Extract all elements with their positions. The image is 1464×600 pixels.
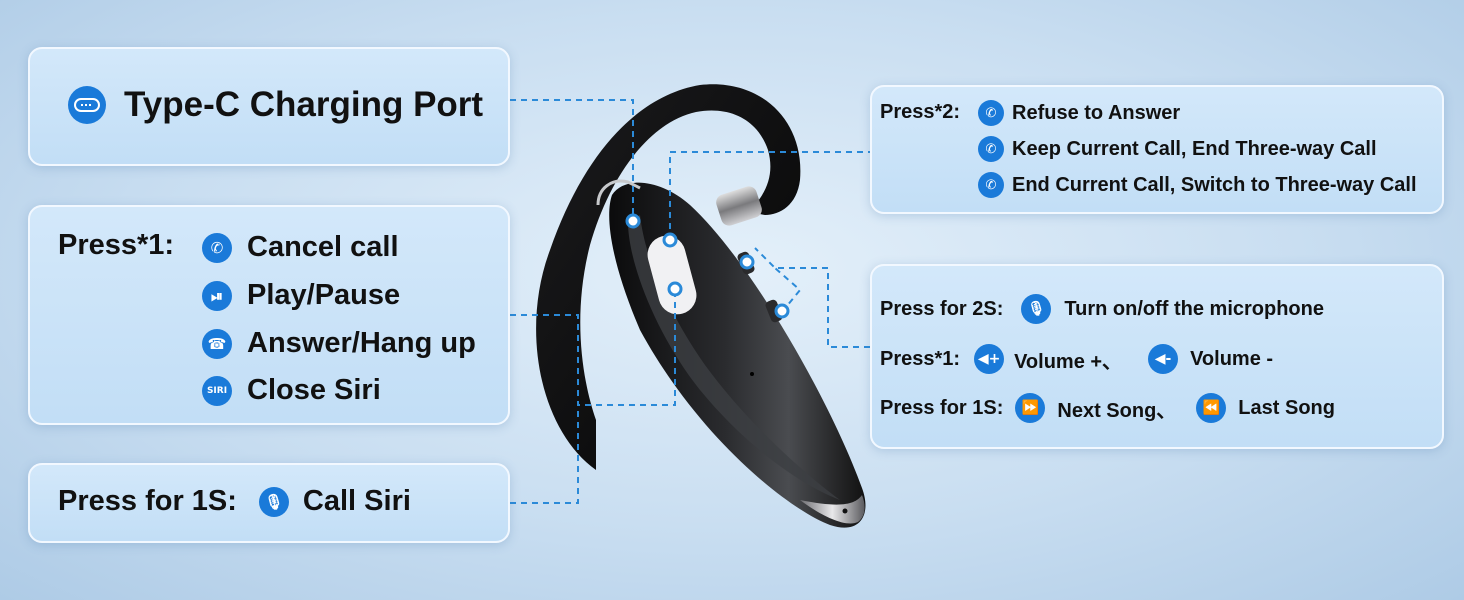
callout-controls-line — [754, 247, 870, 348]
list-item: Press for 2S: 🎙 Turn on/off the micropho… — [880, 294, 1324, 324]
call-siri-panel: Press for 1S: 🎙 Call Siri — [28, 463, 510, 543]
callout-dot — [739, 254, 755, 270]
list-item: Press*1: ◀+ Volume +、 ◀- Volume - — [880, 344, 1273, 374]
list-item: ✆ Keep Current Call, End Three-way Call — [978, 136, 1377, 162]
refuse-call-icon: ✆ — [978, 100, 1004, 126]
keep-call-icon: ✆ — [978, 136, 1004, 162]
list-item: ⏯ Play/Pause — [202, 279, 400, 312]
list-item: ✆ Cancel call — [202, 231, 399, 264]
last-song-icon: ⏪ — [1196, 393, 1227, 423]
press-twice-title: Press*2: — [880, 101, 961, 123]
last-song-label: Last Song — [1238, 396, 1335, 419]
refuse-answer-label: Refuse to Answer — [1012, 101, 1181, 124]
callout-siri-line — [510, 405, 579, 504]
volume-title: Press*1: — [880, 347, 961, 370]
list-item: ✆ Refuse to Answer — [978, 100, 1180, 126]
play-pause-label: Play/Pause — [247, 279, 401, 311]
callout-charging-line — [510, 99, 634, 220]
list-item: ✆ End Current Call, Switch to Three-way … — [978, 172, 1417, 198]
callout-dot — [662, 232, 678, 248]
switch-call-icon: ✆ — [978, 172, 1004, 198]
answer-hangup-icon: ☎ — [202, 328, 232, 359]
volume-down-icon: ◀- — [1148, 344, 1179, 374]
answer-hangup-label: Answer/Hang up — [247, 327, 476, 359]
microphone-icon: 🎙 — [1021, 294, 1052, 324]
charging-port-label: Type-C Charging Port — [124, 85, 484, 124]
press-once-panel: Press*1: ✆ Cancel call ⏯ Play/Pause ☎ An… — [28, 205, 510, 425]
cancel-call-label: Cancel call — [247, 231, 399, 263]
charging-port-panel: Type-C Charging Port — [28, 47, 510, 166]
next-song-label: Next Song、 — [1057, 399, 1177, 422]
list-item: ☎ Answer/Hang up — [202, 327, 476, 360]
callout-dot — [625, 213, 641, 229]
call-siri-title: Press for 1S: — [58, 485, 237, 517]
callout-dot — [667, 281, 683, 297]
callout-dot — [774, 303, 790, 319]
phone-cancel-icon: ✆ — [202, 232, 232, 263]
press-once-title: Press*1: — [58, 229, 175, 261]
close-siri-label: Close Siri — [247, 374, 381, 406]
list-item: Press for 1S: ⏩ Next Song、 ⏪ Last Song — [880, 393, 1335, 423]
next-song-icon: ⏩ — [1015, 393, 1046, 423]
volume-up-icon: ◀+ — [974, 344, 1005, 374]
call-siri-label: Call Siri — [302, 485, 411, 517]
mic-title: Press for 2S: — [880, 297, 1004, 320]
keep-call-label: Keep Current Call, End Three-way Call — [1012, 137, 1377, 160]
usb-c-icon — [68, 86, 106, 124]
list-item: SIRI Close Siri — [202, 374, 381, 407]
earpiece-body — [609, 182, 866, 528]
callout-press2-line — [669, 151, 870, 240]
mic-toggle-label: Turn on/off the microphone — [1064, 297, 1324, 320]
ear-hook — [536, 84, 801, 470]
switch-call-label: End Current Call, Switch to Three-way Ca… — [1012, 173, 1417, 196]
siri-icon: SIRI — [202, 375, 232, 406]
songs-title: Press for 1S: — [880, 396, 1004, 419]
press-twice-panel: Press*2: ✆ Refuse to Answer ✆ Keep Curre… — [870, 85, 1444, 214]
volume-up-label: Volume +、 — [1014, 350, 1123, 373]
volume-down-label: Volume - — [1190, 347, 1274, 370]
side-buttons-panel: Press for 2S: 🎙 Turn on/off the micropho… — [870, 264, 1444, 449]
play-pause-icon: ⏯ — [202, 280, 232, 311]
microphone-icon: 🎙 — [258, 486, 289, 517]
